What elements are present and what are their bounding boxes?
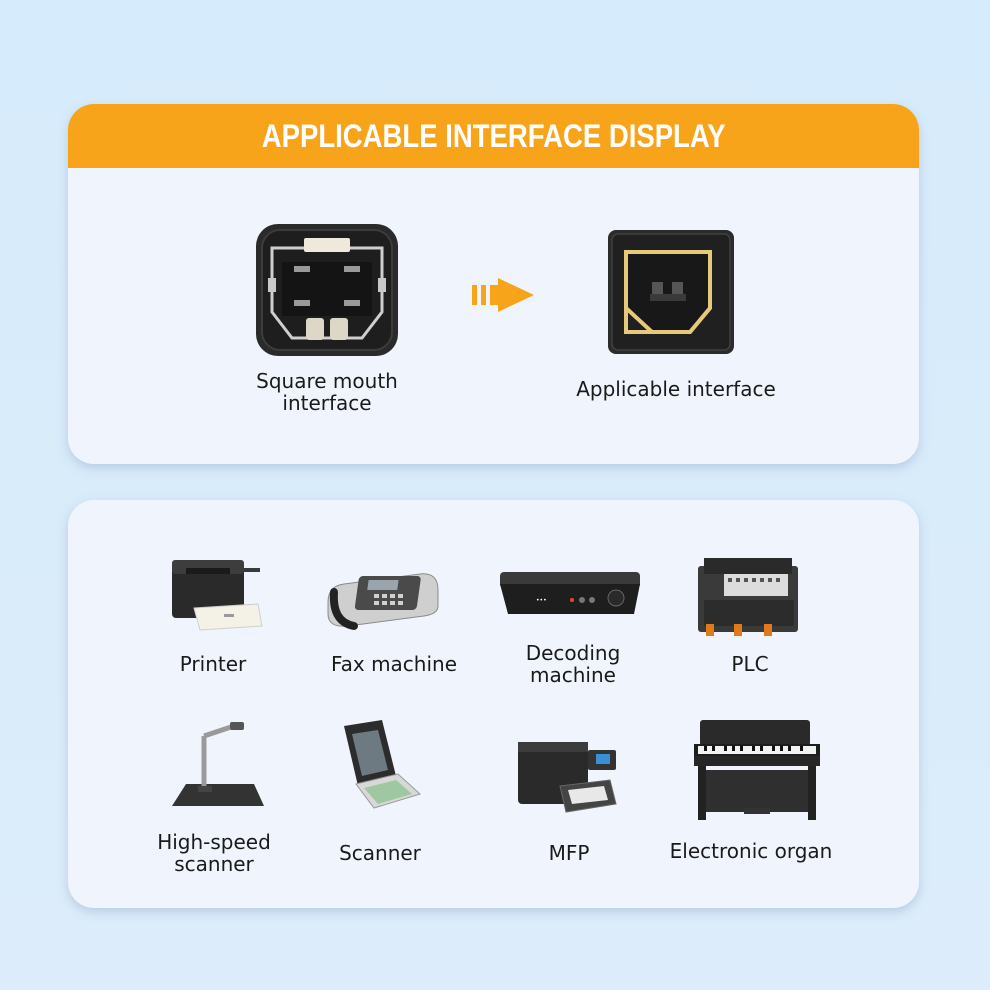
scanner-icon: [344, 720, 421, 809]
device-label-printer: Printer: [179, 652, 247, 676]
high-speed-scanner-icon: [172, 722, 264, 806]
banner-title: APPLICABLE INTERFACE DISPLAY: [261, 117, 726, 154]
arrow-right-icon: [472, 278, 534, 312]
usb-b-connector-icon: [256, 224, 398, 356]
usb-b-port-icon: [608, 230, 734, 354]
interface-card: APPLICABLE INTERFACE DISPLAY Square mout…: [68, 104, 919, 464]
printer-icon: [172, 560, 263, 631]
device-label-decoding-machine: Decoding machine: [525, 641, 621, 687]
electronic-organ-icon: [694, 720, 820, 820]
mfp-icon: [518, 742, 617, 813]
fax-machine-icon: [327, 573, 439, 630]
devices-card: Printer Fax machine ••• Decoding machine: [68, 500, 919, 908]
device-label-fax-machine: Fax machine: [330, 652, 458, 676]
device-label-plc: PLC: [731, 652, 769, 676]
plc-icon: [698, 558, 798, 636]
decoding-machine-icon: •••: [500, 572, 640, 614]
square-mouth-label: Square mouth interface: [256, 369, 398, 415]
banner: APPLICABLE INTERFACE DISPLAY: [68, 104, 919, 168]
device-label-scanner: Scanner: [339, 841, 421, 865]
device-label-high-speed-scanner: High-speed scanner: [157, 830, 271, 876]
svg-text:•••: •••: [536, 597, 547, 604]
device-label-mfp: MFP: [548, 841, 590, 865]
device-label-electronic-organ: Electronic organ: [669, 839, 833, 863]
applicable-interface-label: Applicable interface: [576, 377, 776, 401]
